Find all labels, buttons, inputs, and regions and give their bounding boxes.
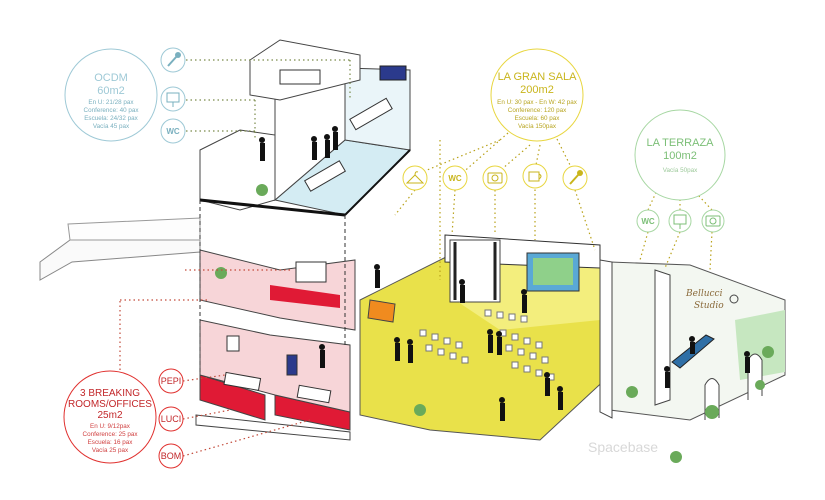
left-wing-top [67,217,201,241]
gran-sala-area: 200m2 [520,84,554,96]
gran-sala-detail-3: Escuela: 60 pax [515,115,561,122]
wc-icon: WC [636,209,660,233]
stage-curtains [449,239,501,303]
flipchart-icon [160,86,186,112]
breaking-detail-3: Escuela: 16 pax [88,439,134,446]
gran-sala-info-circle [490,48,584,142]
terraza-title: LA TERRAZA [646,137,714,149]
terraza-arch-2 [747,353,763,400]
studio-sign-line1: Bellucci [685,289,723,299]
left-wing-wall [39,239,201,281]
breaking-info-circle [63,370,157,464]
room-pepi-label: PEPI [161,376,182,386]
gran-sala-title: LA GRAN SALA [498,71,578,83]
ocdm-tv [379,65,407,81]
hanger-icon [402,165,428,191]
gran-sala-info: LA GRAN SALA 200m2 En U: 30 pax - En W: … [490,48,584,142]
watermark: Spacebase [588,439,658,455]
terraza-wc-label: WC [641,217,655,226]
ocdm-detail-4: Vacía 45 pax [93,123,130,130]
terraza-info-circle [634,109,726,201]
room-label-bom: BOM [158,443,184,469]
breaking-room-labels: PEPI LUCI BOM [158,368,184,469]
room-label-pepi: PEPI [158,368,184,394]
terraza-detail-1: Vacía 50pax [663,167,698,174]
ocdm-area: 60m2 [97,85,125,97]
terraza-info: LA TERRAZA 100m2 Vacía 50pax [634,109,726,201]
room-luci-label: LUCI [161,414,182,424]
microphone-icon [562,165,588,191]
terraza-icons: WC [636,209,725,233]
gran-sala-detail-4: Vacía 150pax [518,123,557,130]
ocdm-title: OCDM [94,72,128,84]
breaking-title-line2: ROOMS/OFFICES [68,399,152,410]
sala-terraza-wall [599,259,613,419]
ocdm-detail-3: Escuela: 24/32 pax [84,115,138,122]
gran-sala-icons: WC [402,163,588,191]
plants [215,184,774,463]
ocdm-info: OCDM 60m2 En U: 21/28 pax Conference: 40… [64,48,158,142]
audience-chairs [419,309,555,381]
ocdm-detail-2: Conference: 40 pax [84,107,140,114]
ocdm-detail-1: En U: 21/28 pax [88,99,134,106]
breaking-detail-4: Vacía 25 pax [92,447,129,454]
gran-sala-detail-1: En U: 30 pax - En W: 42 pax [497,99,578,106]
breaking-area: 25m2 [97,410,122,421]
ocdm-icons: WC [160,47,186,144]
orange-mat [367,299,396,323]
breaking-info: 3 BREAKING ROOMS/OFFICES 25m2 En U: 9/12… [63,370,157,464]
room-label-luci: LUCI [158,406,184,432]
gran-sala-detail-2: Conference: 120 pax [508,107,567,114]
gran-sala-wc-label: WC [448,174,462,183]
first-floor-red-floor [270,285,340,308]
studio-sign: Bellucci Studio [685,289,739,311]
building [39,39,786,463]
breaking-detail-1: En U: 9/12pax [90,423,131,430]
lower-front-wall [195,414,351,441]
wc-icon: WC [160,118,186,144]
people-figures [259,126,750,421]
ocdm-wc-label: WC [166,127,180,136]
wc-icon: WC [442,165,468,191]
microphone-icon [160,47,186,73]
coffee-icon [522,163,548,189]
camera-icon [482,165,508,191]
room-bom-label: BOM [161,451,182,461]
breaking-title-line1: 3 BREAKING [80,388,140,399]
camera-icon [701,209,725,233]
studio-sign-line2: Studio [694,301,724,311]
terraza-area: 100m2 [663,150,697,162]
flipchart-icon [668,209,692,233]
breaking-room-floor-1 [199,374,266,421]
breaking-detail-2: Conference: 25 pax [83,431,139,438]
ocdm-info-circle [64,48,158,142]
